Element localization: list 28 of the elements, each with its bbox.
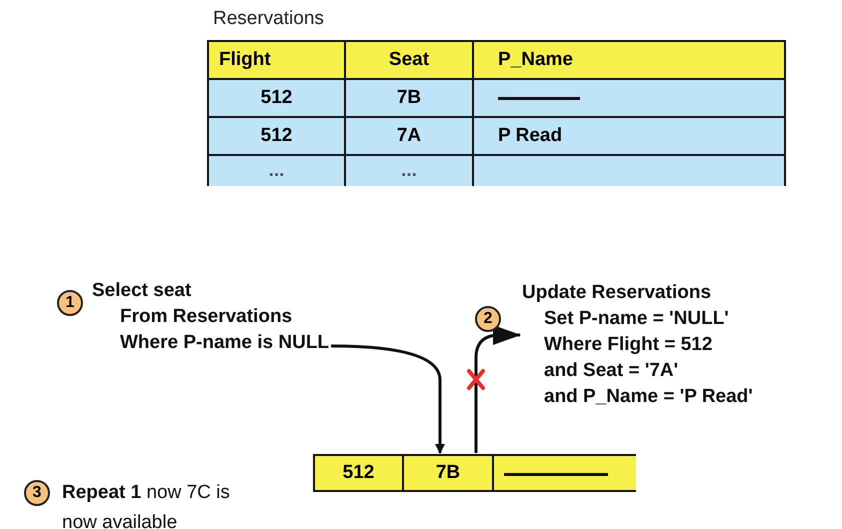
table-cell: Seat [345,41,473,79]
step-number: 3 [24,480,50,506]
query-line: Set P-name = 'NULL' [544,307,729,331]
table-cell: ... [345,155,473,186]
query-line: and Seat = '7A' [544,359,678,383]
table-cell: P_Name [473,41,785,79]
arrow [331,344,445,454]
query-line: Where P-name is NULL [120,331,330,355]
row-value: 512 [315,456,404,490]
query-line: Where Flight = 512 [544,333,712,357]
query-heading: Select seat [92,279,192,303]
query-line: From Reservations [120,305,292,329]
seat-row-bar [313,454,636,492]
table-cell: 512 [208,117,345,155]
query-line: and P_Name = 'P Read' [544,385,753,409]
step-number: 2 [475,306,501,332]
table-cell: Flight [208,41,345,79]
query-heading: Update Reservations [522,281,712,305]
arrow [474,325,521,453]
table-cell: 7A [345,117,473,155]
table-cell: ... [208,155,345,186]
row-value: 7B [404,456,494,490]
table-cell: 7B [345,79,473,117]
table-cell: P Read [473,117,785,155]
table-title: Reservations [213,8,324,30]
step-note: Repeat 1 now 7C is now available [62,481,231,529]
table-cell: 512 [208,79,345,117]
step-number: 1 [57,290,83,316]
